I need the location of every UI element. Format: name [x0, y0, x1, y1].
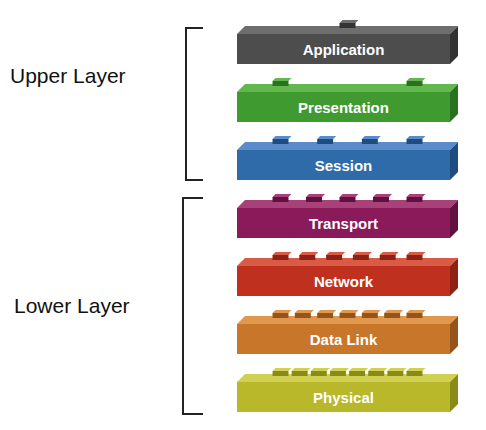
- face-shading: [340, 23, 356, 28]
- face-shading: [349, 368, 368, 371]
- face-shading: [362, 139, 378, 144]
- face-shading: [306, 197, 322, 202]
- face-shading: [273, 81, 289, 86]
- face-shading: [407, 81, 423, 86]
- face-shading: [407, 310, 426, 313]
- face-shading: [450, 26, 458, 64]
- upper-bracket: [186, 28, 203, 180]
- face-shading: [340, 313, 356, 318]
- face-shading: [450, 258, 458, 296]
- face-shading: [387, 368, 406, 371]
- face-shading: [317, 139, 333, 144]
- face-shading: [407, 194, 426, 197]
- face-shading: [273, 368, 292, 371]
- face-shading: [292, 371, 308, 376]
- lower-bracket: [183, 198, 203, 414]
- face-shading: [362, 310, 381, 313]
- face-shading: [384, 313, 400, 318]
- face-shading: [317, 313, 333, 318]
- face-shading: [353, 252, 372, 255]
- layer-name: Session: [315, 157, 373, 174]
- face-shading: [340, 20, 359, 23]
- face-shading: [330, 368, 349, 371]
- face-shading: [450, 316, 458, 354]
- face-shading: [273, 255, 289, 260]
- face-shading: [237, 258, 458, 266]
- layer-name: Transport: [309, 215, 378, 232]
- face-shading: [362, 313, 378, 318]
- layer-band: Session: [237, 150, 450, 180]
- layer-band: Data Link: [237, 324, 450, 354]
- face-shading: [340, 194, 359, 197]
- face-shading: [407, 368, 426, 371]
- layer-band: Transport: [237, 208, 450, 238]
- face-shading: [317, 310, 336, 313]
- face-shading: [450, 374, 458, 412]
- face-shading: [273, 139, 289, 144]
- face-shading: [292, 368, 311, 371]
- face-shading: [407, 78, 426, 81]
- layer-name: Application: [303, 41, 385, 58]
- group-label: Lower Layer: [14, 294, 130, 318]
- face-shading: [299, 252, 318, 255]
- face-shading: [273, 136, 292, 139]
- face-shading: [273, 371, 289, 376]
- face-shading: [380, 255, 396, 260]
- face-shading: [362, 136, 381, 139]
- face-shading: [407, 197, 423, 202]
- face-shading: [407, 255, 423, 260]
- layer-name: Physical: [313, 389, 374, 406]
- face-shading: [273, 194, 292, 197]
- face-shading: [273, 310, 292, 313]
- layer-band: Presentation: [237, 92, 450, 122]
- group-label: Upper Layer: [10, 64, 126, 88]
- face-shading: [237, 374, 458, 382]
- face-shading: [349, 371, 365, 376]
- face-shading: [407, 139, 423, 144]
- layer-band: Network: [237, 266, 450, 296]
- face-shading: [306, 194, 325, 197]
- face-shading: [407, 371, 423, 376]
- face-shading: [387, 371, 403, 376]
- face-shading: [317, 136, 336, 139]
- face-shading: [311, 371, 327, 376]
- face-shading: [273, 197, 289, 202]
- face-shading: [384, 310, 403, 313]
- face-shading: [407, 136, 426, 139]
- face-shading: [237, 142, 458, 150]
- face-shading: [311, 368, 330, 371]
- face-shading: [450, 84, 458, 122]
- face-shading: [407, 252, 426, 255]
- face-shading: [353, 255, 369, 260]
- face-shading: [295, 313, 311, 318]
- face-shading: [273, 252, 292, 255]
- face-shading: [237, 84, 458, 92]
- face-shading: [295, 310, 314, 313]
- layer-name: Data Link: [310, 331, 378, 348]
- face-shading: [407, 313, 423, 318]
- face-shading: [326, 255, 342, 260]
- face-shading: [330, 371, 346, 376]
- face-shading: [368, 371, 384, 376]
- layer-band: Application: [237, 34, 450, 64]
- layer-band: Physical: [237, 382, 450, 412]
- face-shading: [326, 252, 345, 255]
- face-shading: [373, 194, 392, 197]
- face-shading: [368, 368, 387, 371]
- face-shading: [273, 78, 292, 81]
- face-shading: [450, 200, 458, 238]
- face-shading: [299, 255, 315, 260]
- layer-name: Presentation: [298, 99, 389, 116]
- face-shading: [380, 252, 399, 255]
- face-shading: [373, 197, 389, 202]
- face-shading: [340, 197, 356, 202]
- face-shading: [450, 142, 458, 180]
- face-shading: [340, 310, 359, 313]
- face-shading: [273, 313, 289, 318]
- layer-name: Network: [314, 273, 373, 290]
